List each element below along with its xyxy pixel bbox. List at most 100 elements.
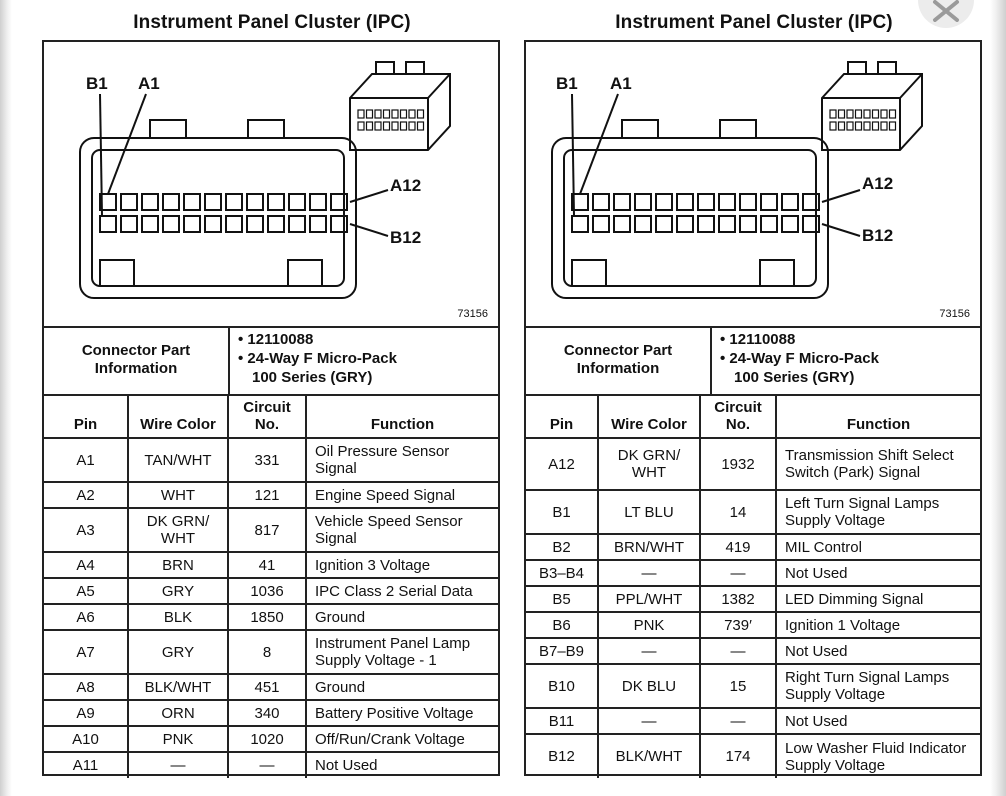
- circuit-cell: 419: [700, 534, 777, 561]
- connector-info-details: • 12110088 • 24-Way F Micro-Pack 100 Ser…: [238, 330, 498, 387]
- terminal-cavity: [204, 193, 222, 211]
- header-pin: Pin: [526, 394, 599, 439]
- label-b1: B1: [556, 74, 578, 93]
- terminal-cavity: [267, 215, 285, 233]
- wire-color-cell: BLK/WHT: [128, 674, 229, 701]
- terminal-cavity: [781, 193, 799, 211]
- connector-3d-latches: [847, 61, 897, 74]
- panel-frame: B1 A1 A12 B12 73156 Connector Part Infor…: [42, 40, 500, 778]
- connector-3d-cavity: [888, 121, 897, 131]
- function-cell: Right Turn Signal Lamps Supply Voltage: [776, 664, 980, 709]
- table-row: B11——Not Used: [526, 708, 980, 735]
- circuit-cell: 817: [228, 508, 307, 553]
- terminal-cavity: [288, 193, 306, 211]
- terminal-cavity: [634, 215, 652, 233]
- connector-3d-cavity: [365, 121, 374, 131]
- latch-tab-right: [247, 119, 285, 138]
- function-cell: Engine Speed Signal: [306, 482, 498, 509]
- terminal-cavity: [655, 193, 673, 211]
- label-a1: A1: [138, 74, 160, 93]
- function-cell: Vehicle Speed Sensor Signal: [306, 508, 498, 553]
- close-icon: [933, 0, 959, 22]
- circuit-cell: 15: [700, 664, 777, 709]
- latch-tab-left: [621, 119, 659, 138]
- wire-color-cell: GRY: [128, 578, 229, 605]
- label-a1: A1: [610, 74, 632, 93]
- table-row: B3–B4——Not Used: [526, 560, 980, 587]
- header-function: Function: [776, 394, 980, 439]
- function-cell: Not Used: [315, 757, 378, 774]
- connector-info-details: • 12110088 • 24-Way F Micro-Pack 100 Ser…: [720, 330, 980, 387]
- connector-3d-cavity: [829, 121, 837, 131]
- connector-3d-cavity: [863, 109, 871, 119]
- leader-b12: [821, 223, 861, 237]
- connector-3d-cavity: [837, 109, 846, 119]
- function-cell: Ground: [306, 674, 498, 701]
- terminal-cavity: [802, 193, 820, 211]
- terminal-cavity: [613, 215, 631, 233]
- terminal-cavity: [739, 215, 757, 233]
- terminal-cavity: [634, 193, 652, 211]
- wire-color-cell: —: [598, 560, 701, 587]
- connector-inner-outline: [91, 149, 345, 287]
- connector-3d-cavity: [357, 109, 365, 119]
- connector-inner-outline: [563, 149, 817, 287]
- terminal-cavity: [655, 215, 673, 233]
- leader-a12: [349, 189, 389, 203]
- connector-3d-latches: [375, 61, 425, 74]
- terminal-cavity: [225, 193, 243, 211]
- connector-3d-cavity: [365, 109, 374, 119]
- wire-color-cell: LT BLU: [598, 490, 701, 535]
- function-cell: Ignition 3 Voltage: [306, 552, 498, 579]
- circuit-cell: —: [228, 752, 307, 778]
- connector-series: 100 Series (GRY): [252, 369, 373, 386]
- pin-cell: A11: [44, 752, 129, 778]
- connector-face-drawing: [551, 61, 923, 299]
- pin-cell: B5: [526, 586, 599, 613]
- circuit-cell: 8: [228, 630, 307, 675]
- connector-series: 100 Series (GRY): [734, 369, 855, 386]
- panel-title: Instrument Panel Cluster (IPC): [133, 12, 411, 33]
- leader-b1: [99, 93, 103, 217]
- connector-3d-cavity: [382, 109, 391, 119]
- panel-title: Instrument Panel Cluster (IPC): [615, 12, 893, 33]
- table-row: B7–B9——Not Used: [526, 638, 980, 665]
- connector-3d-cavity: [863, 121, 871, 131]
- pin-cell: A2: [44, 482, 129, 509]
- pin-cell: A6: [44, 604, 129, 631]
- figure-number: 73156: [939, 308, 970, 320]
- header-wire-color: Wire Color: [128, 394, 229, 439]
- function-cell: Transmission Shift Select Switch (Park) …: [776, 438, 980, 491]
- terminal-cavity: [760, 215, 778, 233]
- header-circuit-no: Circuit No.: [700, 394, 777, 439]
- terminal-cavity: [225, 215, 243, 233]
- connector-3d-cavity: [846, 109, 854, 119]
- connector-diagram: B1 A1 A12 B12 73156: [526, 42, 980, 328]
- header-function: Function: [306, 394, 498, 439]
- terminal-cavity: [592, 193, 610, 211]
- circuit-cell: 340: [228, 700, 307, 727]
- terminal-cavity: [183, 193, 201, 211]
- function-cell: Instrument Panel Lamp Supply Voltage - 1: [306, 630, 498, 675]
- ipc-panel-right: Instrument Panel Cluster (IPC) B1 A1 A12…: [524, 0, 984, 796]
- latch-tab-right: [719, 119, 757, 138]
- wire-color-cell: DK BLU: [598, 664, 701, 709]
- terminal-cavity: [613, 193, 631, 211]
- connector-3d-cavity: [374, 109, 382, 119]
- connector-3d-cavity: [871, 121, 880, 131]
- wire-color-cell: PNK: [598, 612, 701, 639]
- terminal-cavity: [718, 215, 736, 233]
- terminal-cavity: [802, 215, 820, 233]
